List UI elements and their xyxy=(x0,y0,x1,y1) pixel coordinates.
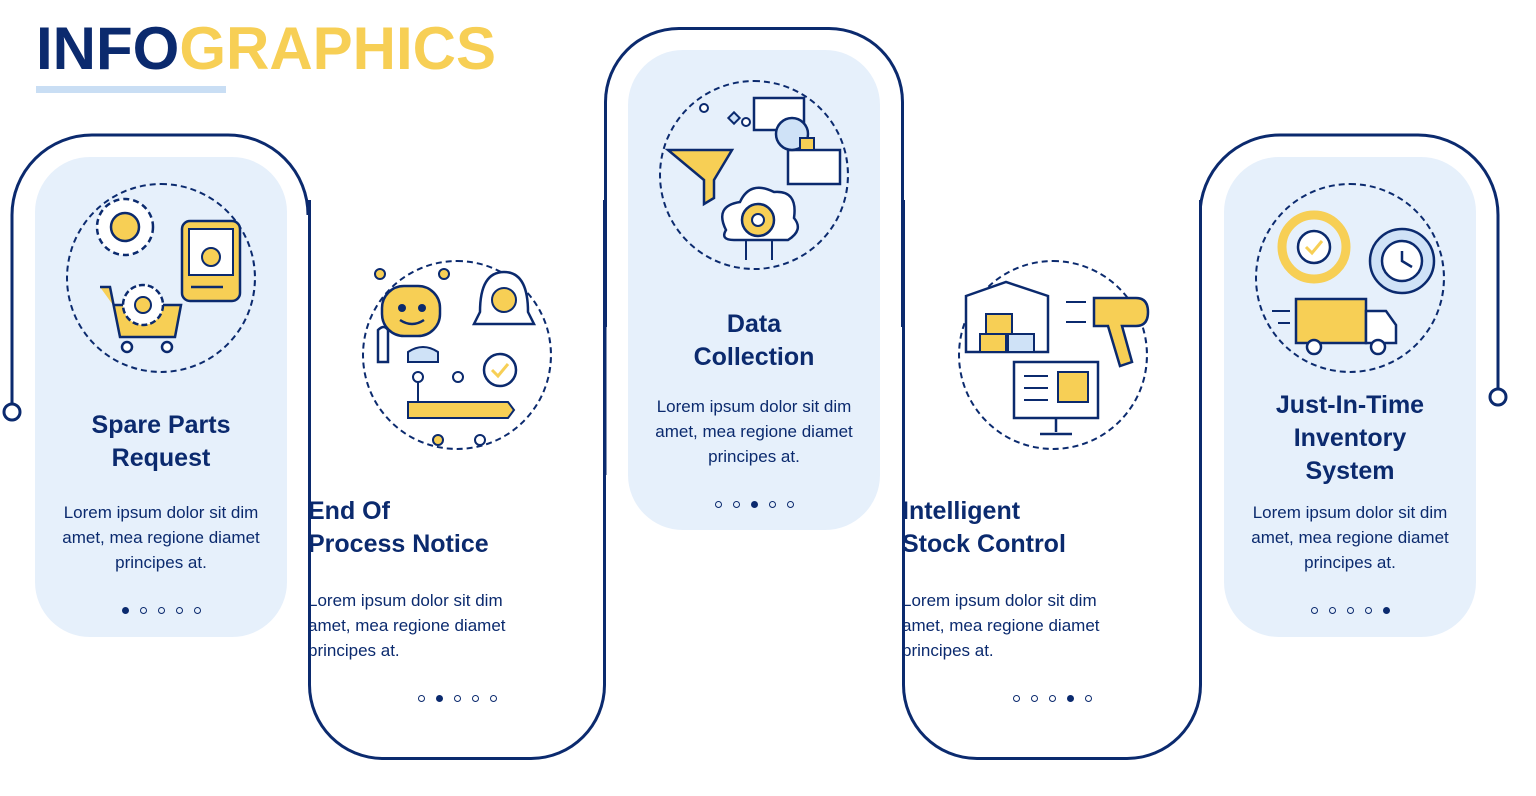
icon-ring xyxy=(1255,183,1445,373)
title-line: Intelligent xyxy=(902,497,1021,525)
text-line: amet, mea regione diamet xyxy=(308,616,506,635)
text-line: Lorem ipsum dolor sit dim xyxy=(656,397,852,416)
dot-active xyxy=(121,607,129,614)
text-line: principes at. xyxy=(708,447,800,466)
dot xyxy=(471,695,479,702)
dot xyxy=(193,607,201,614)
dot xyxy=(1084,695,1092,702)
text-line: principes at. xyxy=(902,641,994,660)
spare-parts-icon xyxy=(95,197,242,354)
dot xyxy=(489,695,497,702)
text-line: amet, mea regione diamet xyxy=(1251,528,1449,547)
dot xyxy=(157,607,165,614)
text-line: Lorem ipsum dolor sit dim xyxy=(902,591,1097,610)
title-line: Request xyxy=(111,444,211,472)
title-line: System xyxy=(1305,457,1395,485)
dot xyxy=(175,607,183,614)
infographics-logo: INFOGRAPHICS xyxy=(36,14,496,84)
title-line: Collection xyxy=(693,343,815,371)
logo-part1: INFO xyxy=(36,15,180,82)
dot-active xyxy=(1382,607,1390,614)
dot xyxy=(1310,607,1318,614)
icon-ring xyxy=(66,183,256,373)
jit-delivery-icon xyxy=(1272,210,1436,356)
title-line: End Of xyxy=(308,497,390,525)
dot xyxy=(417,695,425,702)
text-line: amet, mea regione diamet xyxy=(902,616,1100,635)
dot xyxy=(1012,695,1020,702)
dot xyxy=(714,501,722,508)
step-dots xyxy=(902,695,1202,702)
text-line: amet, mea regione diamet xyxy=(655,422,853,441)
icon-ring xyxy=(362,260,552,450)
step-dots xyxy=(308,695,606,702)
step-dots xyxy=(35,607,287,614)
dot-active xyxy=(750,501,758,508)
card-title: End Of Process Notice xyxy=(308,495,606,561)
logo-underline xyxy=(36,86,226,93)
dot xyxy=(786,501,794,508)
stock-control-icon xyxy=(964,280,1150,436)
dot xyxy=(1364,607,1372,614)
icon-ring xyxy=(659,80,849,270)
dot xyxy=(1328,607,1336,614)
dot xyxy=(1030,695,1038,702)
text-line: Lorem ipsum dolor sit dim xyxy=(308,591,503,610)
icon-ring xyxy=(958,260,1148,450)
dot xyxy=(768,501,776,508)
text-line: Lorem ipsum dolor sit dim xyxy=(63,503,259,522)
text-line: Lorem ipsum dolor sit dim xyxy=(1252,503,1448,522)
title-line: Inventory xyxy=(1293,424,1407,452)
text-line: principes at. xyxy=(1304,553,1396,572)
logo-part2: GRAPHICS xyxy=(179,15,497,82)
text-line: principes at. xyxy=(308,641,400,660)
text-line: amet, mea regione diamet xyxy=(62,528,260,547)
title-line: Spare Parts xyxy=(91,411,231,439)
card-text: Lorem ipsum dolor sit dim amet, mea regio… xyxy=(35,500,287,575)
dot xyxy=(1346,607,1354,614)
text-line: principes at. xyxy=(115,553,207,572)
dot xyxy=(1048,695,1056,702)
dot-active xyxy=(435,695,443,702)
title-line: Just-In-Time xyxy=(1275,391,1425,419)
dot xyxy=(139,607,147,614)
card-text: Lorem ipsum dolor sit dim amet, mea regio… xyxy=(1224,500,1476,575)
step-dots xyxy=(1224,607,1476,614)
data-collection-icon xyxy=(664,96,842,260)
robot-notice-icon xyxy=(374,268,537,446)
title-line: Stock Control xyxy=(902,530,1066,558)
step-dots xyxy=(628,501,880,508)
dot xyxy=(732,501,740,508)
card-text: Lorem ipsum dolor sit dim amet, mea regio… xyxy=(902,588,1202,663)
title-line: Process Notice xyxy=(308,530,489,558)
title-line: Data xyxy=(726,310,782,338)
dot-active xyxy=(1066,695,1074,702)
card-text: Lorem ipsum dolor sit dim amet, mea regio… xyxy=(308,588,606,663)
dot xyxy=(453,695,461,702)
card-text: Lorem ipsum dolor sit dim amet, mea regio… xyxy=(628,394,880,469)
